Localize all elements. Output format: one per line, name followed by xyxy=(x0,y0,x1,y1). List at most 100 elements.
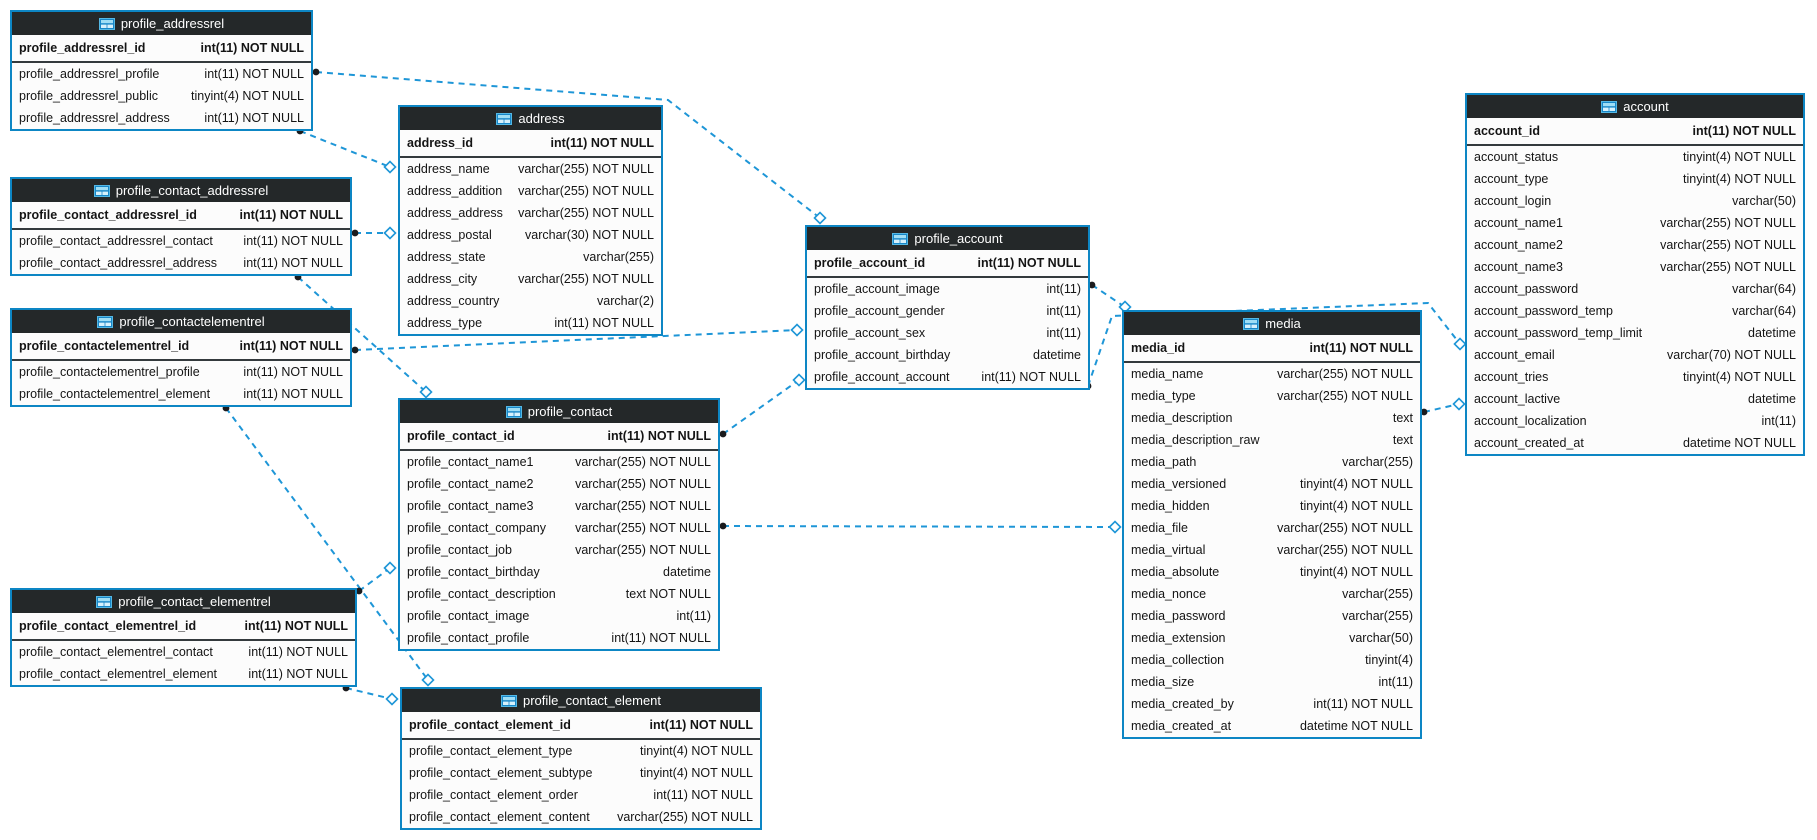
relationship-dashed-line[interactable] xyxy=(358,567,391,592)
relationship-dashed-line[interactable] xyxy=(345,687,393,700)
relationship-dashed-line[interactable] xyxy=(315,71,821,219)
relationship-dashed-line[interactable] xyxy=(299,130,391,168)
relationship-profile_addressrel-profile_account[interactable] xyxy=(312,68,827,225)
relationship-dashed-line[interactable] xyxy=(225,407,429,681)
table-header[interactable]: media xyxy=(1124,312,1420,335)
table-header[interactable]: profile_contactelementrel xyxy=(12,310,350,333)
table-header[interactable]: profile_contact_element xyxy=(402,689,760,712)
relationship-profile_contact-profile_account[interactable] xyxy=(719,373,806,438)
relationship-profile_contact_addressrel-address[interactable] xyxy=(351,226,397,240)
relationship-profile_addressrel-address[interactable] xyxy=(296,127,397,174)
relationship-dashed-line[interactable] xyxy=(722,379,800,435)
relationship-dashed-line[interactable] xyxy=(297,276,427,393)
table-header[interactable]: profile_contact_elementrel xyxy=(12,590,355,613)
table-header[interactable]: profile_contact_addressrel xyxy=(12,179,350,202)
relationship-dashed-line[interactable] xyxy=(1091,284,1126,308)
table-header[interactable]: address xyxy=(400,107,661,130)
relationship-profile_contact-media[interactable] xyxy=(719,520,1122,534)
table-header[interactable]: profile_account xyxy=(807,227,1088,250)
table-header[interactable]: profile_contact xyxy=(400,400,718,423)
relationship-dashed-line[interactable] xyxy=(722,525,1116,528)
table-header[interactable]: account xyxy=(1467,95,1803,118)
relationship-dashed-line[interactable] xyxy=(1087,301,1461,387)
relationship-dashed-line[interactable] xyxy=(354,329,798,351)
relationship-profile_contact_elementrel-profile_contact_element[interactable] xyxy=(342,684,399,706)
relationship-profile_account-media[interactable] xyxy=(1088,281,1132,314)
table-header[interactable]: profile_addressrel xyxy=(12,12,311,35)
relationship-dashed-line[interactable] xyxy=(1423,403,1460,413)
relationship-media-account[interactable] xyxy=(1420,397,1466,416)
